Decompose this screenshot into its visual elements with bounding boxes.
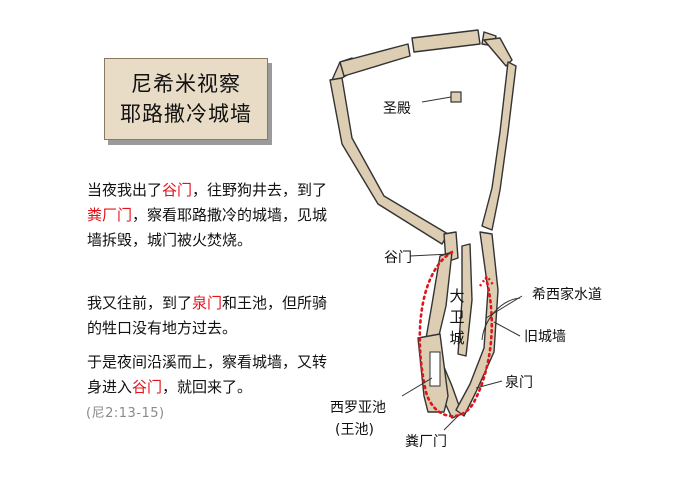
leader-line — [443, 415, 459, 431]
text-span: 于是夜间沿溪而上，察看城墙，又转身进入 — [87, 353, 328, 396]
passage-paragraph-1: 当夜我出了谷门，往野狗井去，到了粪厂门，察看耶路撒冷的城墙，见城墙拆毁，城门被火… — [87, 178, 337, 253]
label-kings-pool: (王池) — [335, 422, 374, 438]
label-city-of-david-1: 大 — [449, 287, 465, 305]
label-dung-gate: 粪厂门 — [405, 434, 447, 450]
wall-segment — [483, 37, 513, 67]
passage-paragraph-3: 于是夜间沿溪而上，察看城墙，又转身进入谷门，就回来了。 — [87, 350, 337, 400]
leader-line — [401, 377, 433, 397]
wall-segment — [339, 43, 411, 77]
route-arrowhead — [479, 273, 495, 287]
wall-segment — [457, 243, 473, 357]
leader-line — [493, 321, 521, 337]
leader-line — [475, 380, 503, 389]
label-valley-gate: 谷门 — [384, 250, 412, 266]
label-temple: 圣殿 — [383, 101, 411, 117]
text-span: 我又往前，到了 — [87, 294, 193, 312]
text-span: ，察看耶路撒冷的城墙，见城墙拆毁，城门被火焚烧。 — [87, 206, 328, 249]
label-fountain-gate: 泉门 — [505, 375, 533, 391]
title-box: 尼希米视察 耶路撒冷城墙 — [104, 58, 268, 140]
label-hezekiah-tunnel: 希西家水道 — [532, 287, 602, 303]
label-old-wall: 旧城墙 — [524, 329, 566, 345]
leader-line — [485, 295, 523, 319]
leader-line — [421, 96, 452, 103]
title-line-1: 尼希米视察 — [131, 72, 241, 96]
text-span: ，就回来了。 — [162, 378, 253, 396]
text-span: 和王池，但所骑的牲口没有地方过去。 — [87, 294, 328, 337]
label-pool-of-siloam: 西罗亚池 — [330, 400, 386, 416]
old-wall — [455, 231, 499, 417]
wall-segment — [481, 61, 517, 231]
nehemiah-route — [418, 250, 494, 418]
label-city-of-david-2: 卫 — [449, 308, 465, 326]
passage-paragraph-2: 我又往前，到了泉门和王池，但所骑的牲口没有地方过去。 — [87, 291, 337, 341]
pool-of-siloam — [429, 351, 441, 387]
label-city-of-david-3: 城 — [449, 329, 465, 347]
highlight-dung-gate: 粪厂门 — [87, 206, 133, 224]
leader-line — [409, 253, 451, 257]
highlight-fountain-gate: 泉门 — [192, 294, 223, 312]
text-span: 当夜我出了 — [87, 181, 163, 199]
scripture-reference: (尼2:13-15) — [86, 406, 165, 421]
highlight-valley-gate: 谷门 — [162, 181, 193, 199]
text-span: ，往野狗井去，到了 — [192, 181, 328, 199]
wall-segment — [411, 29, 481, 53]
temple-marker — [450, 91, 462, 103]
highlight-valley-gate: 谷门 — [132, 378, 163, 396]
title-line-2: 耶路撒冷城墙 — [120, 102, 252, 126]
